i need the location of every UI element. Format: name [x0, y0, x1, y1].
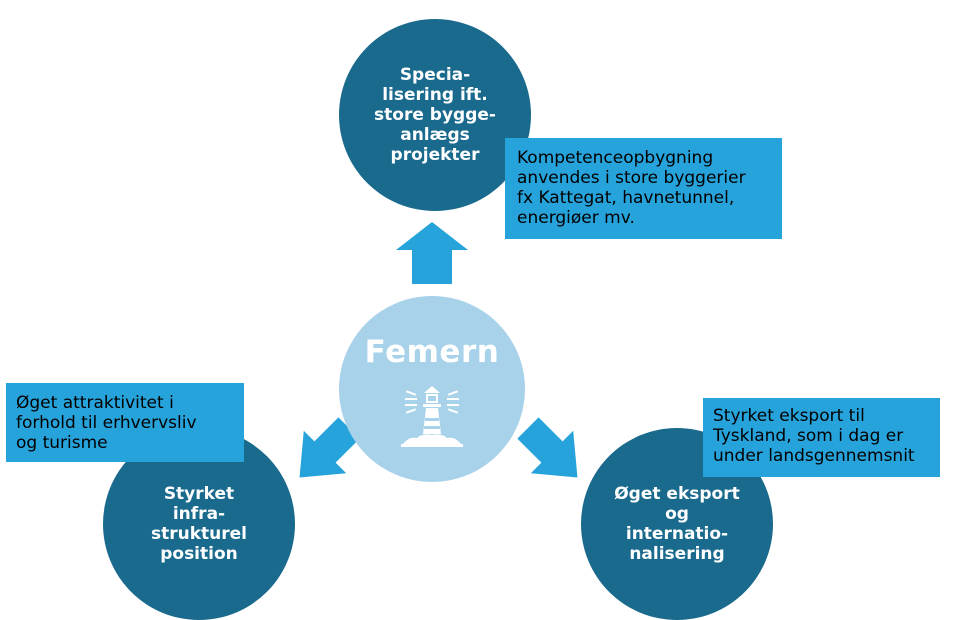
callout-kompetence: Kompetenceopbygning anvendes i store byg…	[505, 138, 782, 239]
center-title: Femern	[364, 334, 500, 370]
arrow-down-left	[299, 417, 360, 478]
arrow-up	[396, 222, 468, 284]
callout-attraktivitet: Øget attraktivitet i forhold til erhverv…	[6, 383, 244, 462]
circle-infrastruktur: Styrket infra- strukturel position	[103, 428, 295, 620]
circle-infrastruktur-label: Styrket infra- strukturel position	[150, 484, 247, 564]
circle-femern: Femern	[339, 296, 525, 482]
arrow-down-right	[517, 417, 578, 478]
circle-specialisering: Specia- lisering ift. store bygge- anlæg…	[339, 19, 531, 211]
lighthouse-icon	[401, 386, 463, 447]
circle-specialisering-label: Specia- lisering ift. store bygge- anlæg…	[374, 65, 496, 165]
callout-eksport: Styrket eksport til Tyskland, som i dag …	[703, 398, 940, 477]
circle-eksport-label: Øget eksport og internatio- nalisering	[614, 484, 740, 564]
